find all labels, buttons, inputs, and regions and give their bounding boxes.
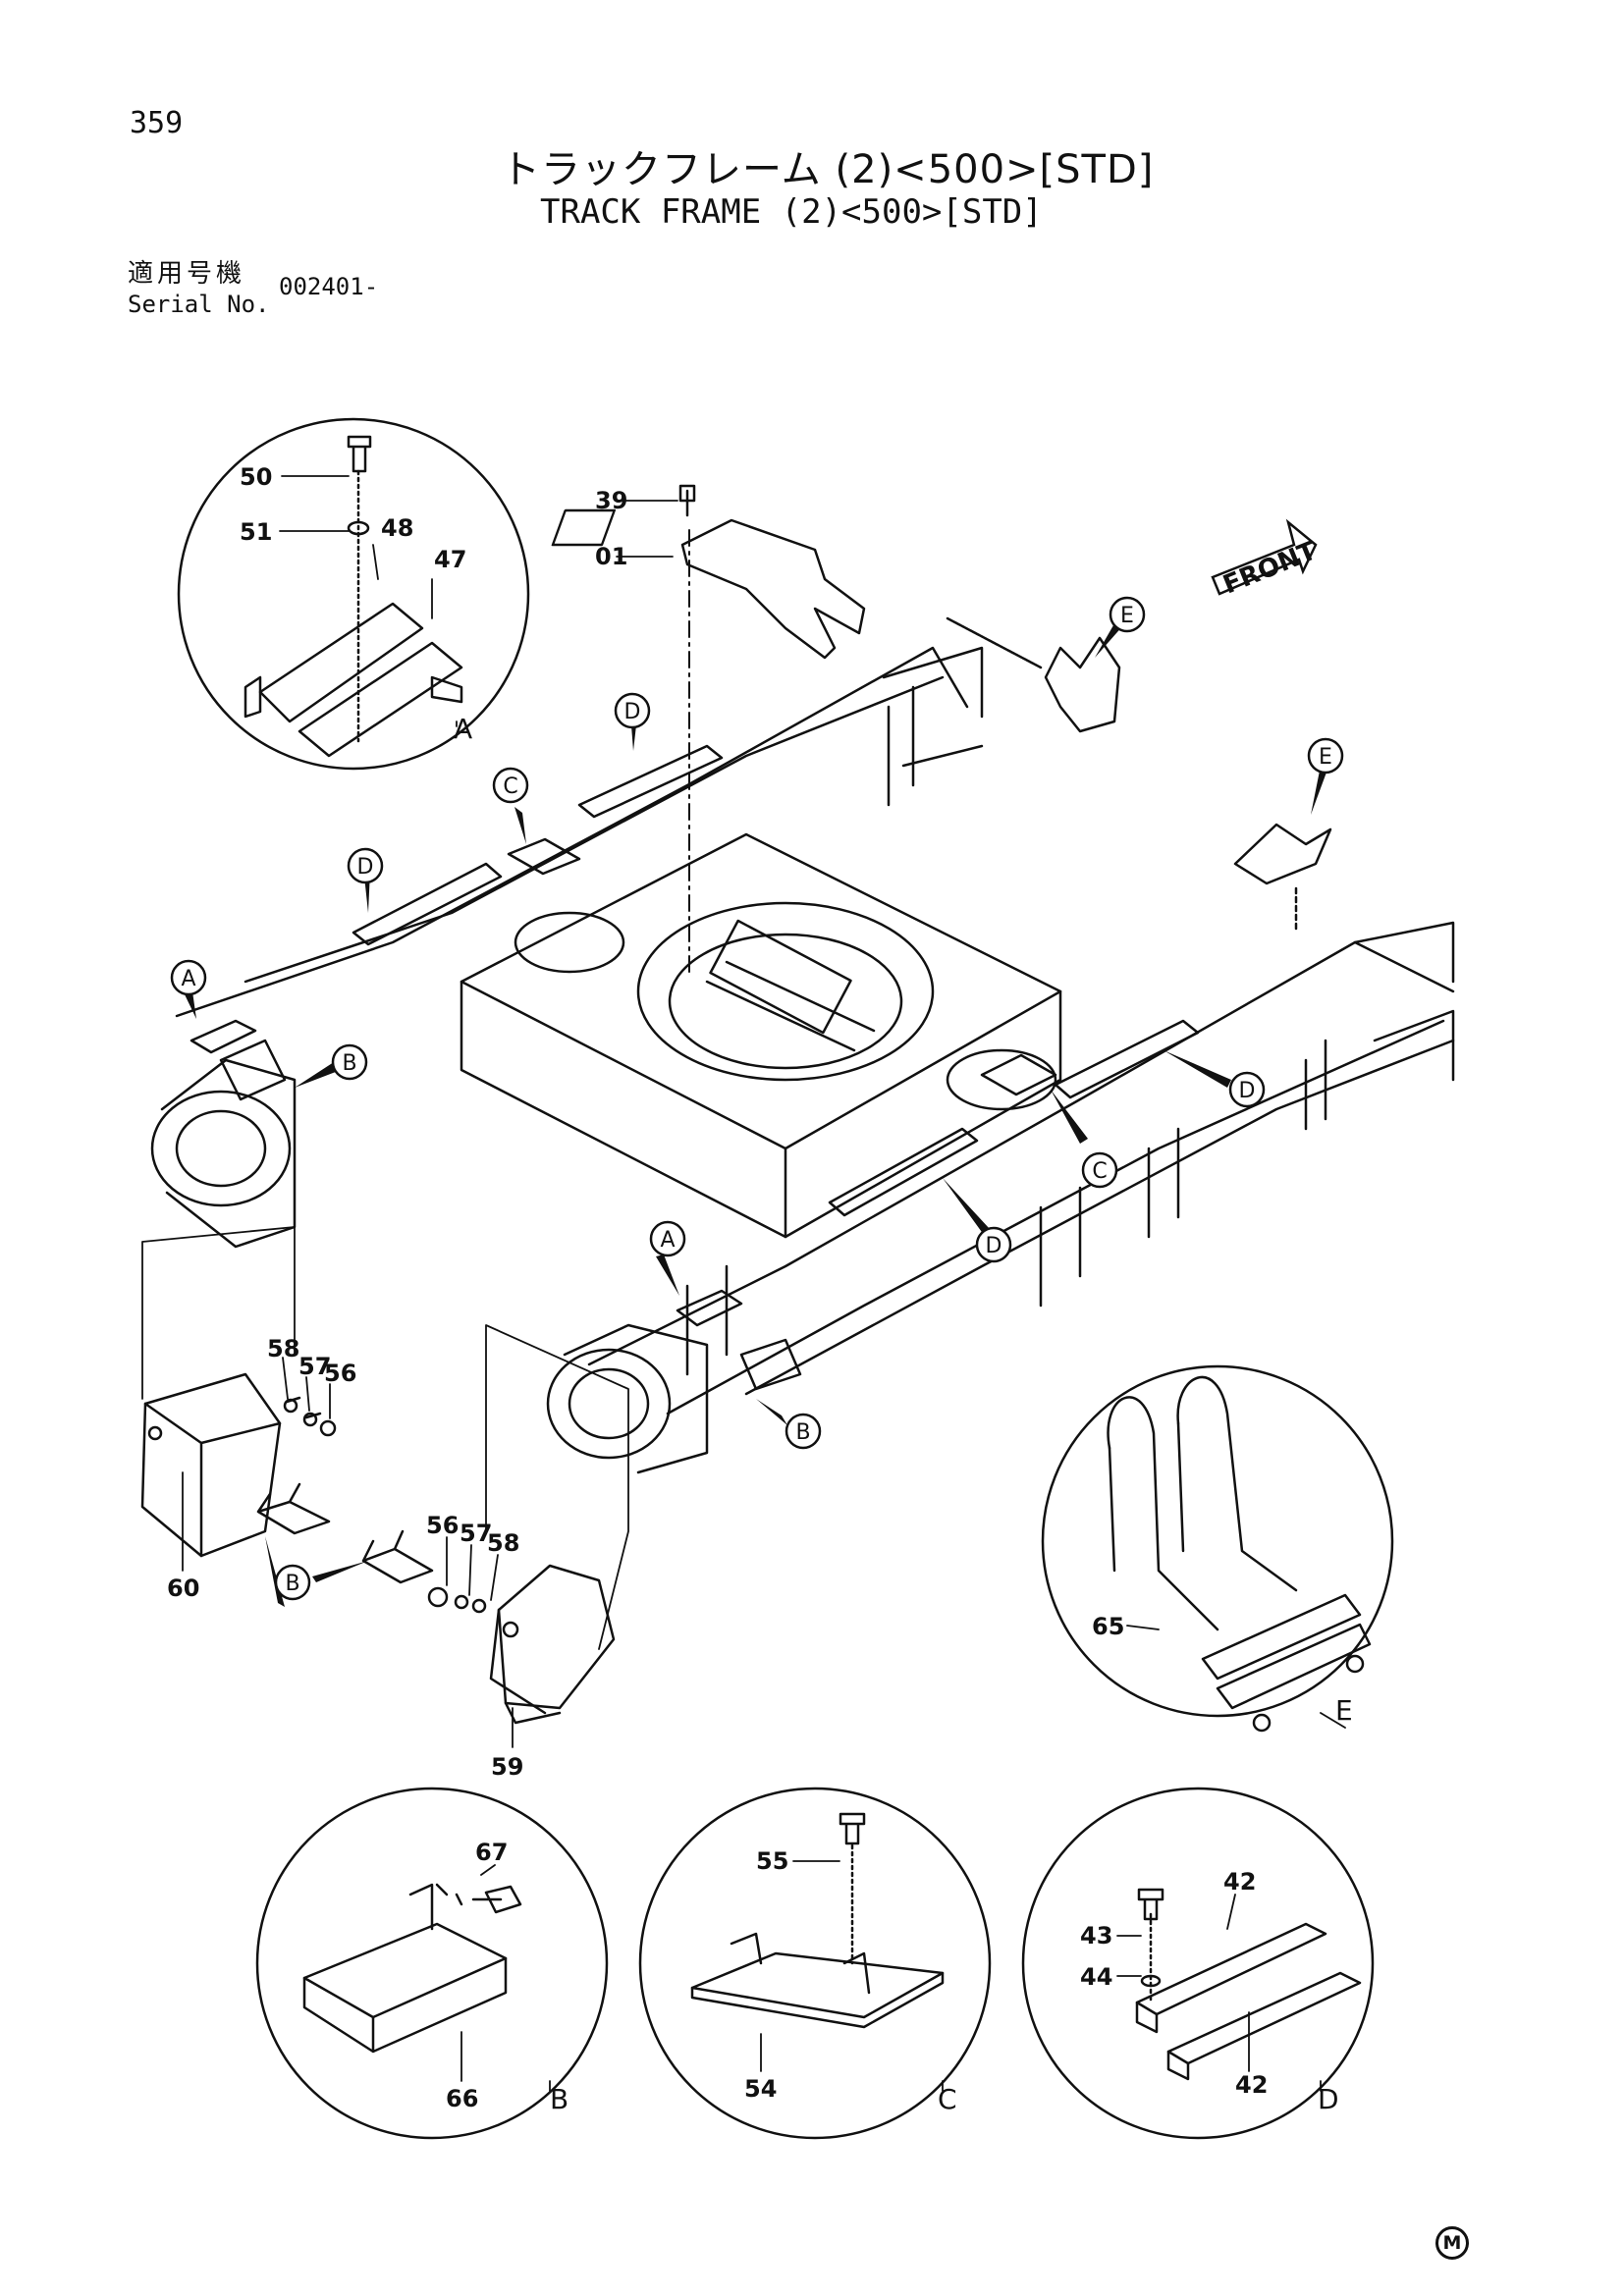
detail-letter-a: A bbox=[454, 713, 472, 745]
part-label-56: 56 bbox=[426, 1512, 459, 1539]
callout-bubble-d bbox=[975, 1226, 1012, 1263]
cover-part-59 bbox=[427, 1564, 616, 1725]
callout-letter-d: D bbox=[1239, 1079, 1256, 1103]
part-label-54: 54 bbox=[744, 2075, 777, 2103]
detail-letter-d: D bbox=[1318, 2083, 1339, 2115]
part-label-42: 42 bbox=[1223, 1868, 1256, 1896]
callout-letter-d: D bbox=[986, 1234, 1002, 1258]
callout-letter-d: D bbox=[624, 700, 641, 724]
callout-letter-a: A bbox=[181, 967, 195, 991]
page-title-english: TRACK FRAME (2)<500>[STD] bbox=[540, 192, 1043, 232]
detail-letter-b: B bbox=[550, 2083, 568, 2115]
callout-letter-e: E bbox=[1319, 745, 1332, 770]
part-label-58: 58 bbox=[267, 1335, 299, 1362]
part-label-48: 48 bbox=[381, 514, 413, 542]
callout-bubble-d bbox=[1228, 1071, 1266, 1108]
callout-bubble-e bbox=[1307, 737, 1344, 774]
part-label-55: 55 bbox=[756, 1847, 788, 1875]
part-label-50: 50 bbox=[240, 463, 272, 491]
part-label-42: 42 bbox=[1235, 2071, 1268, 2099]
page-number: 359 bbox=[130, 106, 184, 140]
callout-bubble-c bbox=[1081, 1151, 1118, 1189]
callout-bubble-d bbox=[347, 847, 384, 884]
detail-a-drawing bbox=[177, 417, 530, 771]
part-label-56: 56 bbox=[324, 1360, 356, 1387]
maker-logo-mark: M bbox=[1435, 2226, 1469, 2260]
callout-letter-c: C bbox=[1092, 1159, 1107, 1184]
callout-bubble-c bbox=[492, 767, 529, 804]
callout-letter-e: E bbox=[1120, 604, 1134, 628]
callout-bubble-a bbox=[649, 1220, 686, 1257]
part-label-58: 58 bbox=[487, 1529, 519, 1557]
part-label-65: 65 bbox=[1092, 1613, 1124, 1640]
detail-b-drawing bbox=[255, 1787, 609, 2140]
callout-pointers bbox=[185, 618, 1327, 1607]
callout-letter-b: B bbox=[342, 1051, 356, 1076]
callout-bubble-b bbox=[274, 1564, 311, 1601]
detail-d-drawing bbox=[1021, 1787, 1375, 2140]
part-label-59: 59 bbox=[491, 1753, 523, 1781]
part-label-47: 47 bbox=[434, 546, 466, 573]
part-label-67: 67 bbox=[475, 1839, 508, 1866]
front-direction-marker: FRONT bbox=[1211, 518, 1322, 600]
part-label-39: 39 bbox=[595, 487, 627, 514]
part-label-01: 01 bbox=[595, 543, 627, 570]
callout-bubble-b bbox=[785, 1413, 822, 1450]
callout-bubble-e bbox=[1109, 596, 1146, 633]
part-label-51: 51 bbox=[240, 518, 272, 546]
part-label-57: 57 bbox=[298, 1353, 331, 1380]
track-frame-drawing bbox=[150, 646, 1455, 1474]
detail-e-drawing bbox=[1041, 1364, 1394, 1733]
detail-letter-c: C bbox=[938, 2083, 957, 2115]
callout-bubble-a bbox=[170, 959, 207, 996]
callout-bubble-d bbox=[614, 692, 651, 729]
detail-c-drawing bbox=[638, 1787, 992, 2140]
cover-part-60 bbox=[140, 1372, 337, 1558]
bracket-part-01 bbox=[551, 484, 866, 660]
page-title-japanese: トラックフレーム (2)<500>[STD] bbox=[501, 147, 1155, 192]
front-label: FRONT bbox=[1219, 536, 1322, 600]
leader-lines bbox=[182, 475, 1346, 2092]
part-label-60: 60 bbox=[167, 1575, 199, 1602]
callout-letter-c: C bbox=[503, 774, 517, 799]
serial-label: Serial No. bbox=[128, 291, 270, 318]
part-label-44: 44 bbox=[1080, 1963, 1112, 1991]
callout-letter-b: B bbox=[285, 1572, 299, 1596]
callout-letter-b: B bbox=[795, 1420, 810, 1445]
callout-bubble-b bbox=[331, 1043, 368, 1081]
detail-letter-e: E bbox=[1335, 1694, 1353, 1727]
serial-number-value: 002401- bbox=[279, 273, 379, 300]
part-label-57: 57 bbox=[460, 1520, 492, 1547]
callout-letter-a: A bbox=[660, 1228, 675, 1253]
serial-label-japanese: 適用号機 bbox=[128, 259, 246, 289]
part-label-66: 66 bbox=[446, 2085, 478, 2112]
part-label-43: 43 bbox=[1080, 1922, 1112, 1949]
callout-letter-d: D bbox=[357, 855, 374, 880]
